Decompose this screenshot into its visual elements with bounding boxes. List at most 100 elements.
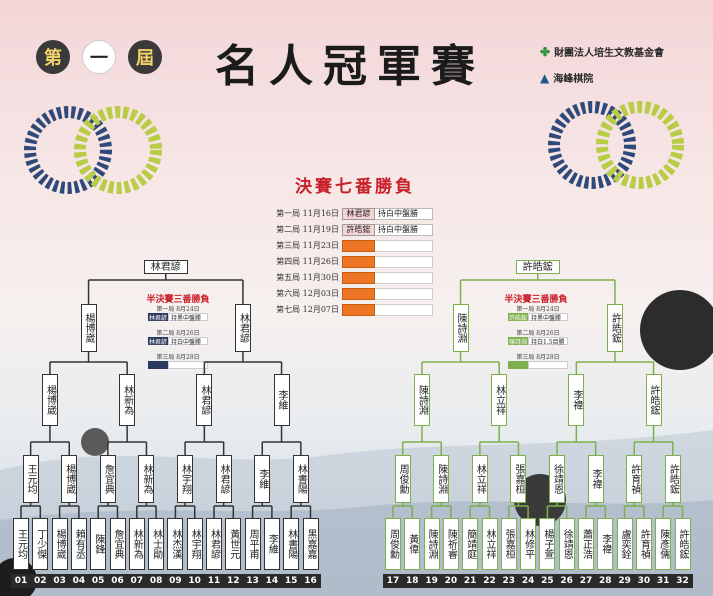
finalist-right: 許皓鋐 [515, 260, 560, 274]
sponsor-name: 財團法人培生文教基金會 [554, 48, 665, 59]
player-r16: 許育禎 [626, 455, 643, 503]
player-seed-number: 10 [184, 574, 205, 588]
edition-char-1: 第 [36, 40, 70, 74]
semi-game-winner: 陳詩淵 [508, 337, 528, 346]
semi-game-result: 持黑中盤勝 [168, 313, 208, 322]
player-r16: 李禕 [587, 455, 604, 503]
player-r16: 陳詩淵 [433, 455, 450, 503]
player-r32: 楊博崴 [51, 518, 68, 570]
wave-rings-right [548, 101, 684, 189]
player-seed-number: 31 [653, 574, 674, 588]
player-seed-number: 01 [11, 574, 31, 588]
finals-game-row: 第四局 11月26日 [272, 255, 433, 268]
player-r32: 陳祈睿 [442, 518, 459, 570]
player-r32: 林修平 [520, 518, 537, 570]
semi-game-row [148, 361, 208, 369]
player-seed-number: 12 [223, 574, 244, 588]
player-r16: 林新為 [138, 455, 155, 503]
game-result [375, 239, 433, 252]
finals-game-row: 第五局 11月30日 [272, 271, 433, 284]
game-result [375, 287, 433, 300]
player-r16: 林宇翔 [177, 455, 194, 503]
wave-rings-left [24, 106, 162, 194]
game-result: 持白中盤勝 [375, 207, 433, 220]
player-r16: 李維 [254, 455, 271, 503]
player-seed-number: 16 [300, 574, 321, 588]
game-date: 第六局 12月03日 [276, 289, 339, 298]
player-seed-number: 17 [383, 574, 403, 588]
player-seed-number: 04 [68, 574, 89, 588]
player-seed-number: 26 [556, 574, 577, 588]
player-seed-number: 27 [576, 574, 596, 588]
player-r32: 黃偉 [404, 518, 421, 570]
player-r16: 王元均 [22, 455, 39, 503]
player-seed-number: 06 [107, 574, 128, 588]
finals-game-row: 第三局 11月23日 [272, 239, 433, 252]
player-seed-number: 08 [146, 574, 167, 588]
player-r32: 楊子萱 [539, 518, 556, 570]
semi-game-date: 第三局 8月28日 [156, 354, 200, 361]
game-pending-bar [342, 255, 375, 268]
game-date: 第七局 12月07日 [276, 305, 339, 314]
player-seed-number: 21 [460, 574, 481, 588]
player-r16: 林書陽 [292, 455, 309, 503]
player-seed-number: 30 [633, 574, 654, 588]
player-r32: 丁少傑 [32, 518, 49, 570]
player-r32: 林士勛 [148, 518, 165, 570]
player-qf: 陳詩淵 [413, 374, 430, 426]
semi-game-date: 第一局 8月24日 [516, 306, 560, 313]
player-seed-number: 24 [518, 574, 539, 588]
game-result: 持白中盤勝 [375, 223, 433, 236]
player-r32: 陳詩淵 [423, 518, 440, 570]
player-r32: 徐靖恩 [558, 518, 575, 570]
player-semi: 許皓鋐 [606, 304, 623, 352]
semi-game-date: 第二局 8月26日 [156, 330, 200, 337]
player-r32: 李維 [263, 518, 280, 570]
semi-game-row: 林君諺持白中盤勝 [148, 337, 208, 346]
player-r32: 許皓鋐 [674, 518, 691, 570]
player-qf: 林立祥 [491, 374, 508, 426]
semi-game-row [508, 361, 568, 369]
player-seed-number: 15 [281, 574, 302, 588]
player-r16: 張嘉桓 [510, 455, 527, 503]
player-seed-number: 11 [204, 574, 224, 588]
game-date: 第一局 11月16日 [276, 209, 339, 218]
player-qf: 李禕 [568, 374, 585, 426]
semi-game-winner [148, 361, 168, 369]
left-semi-title: 半決賽三番勝負 [146, 295, 210, 305]
game-result [375, 255, 433, 268]
finalist-left: 林君諺 [143, 260, 188, 274]
player-r16: 林君諺 [215, 455, 232, 503]
semi-game-winner [508, 361, 528, 369]
player-r32: 黑嘉嘉 [302, 518, 319, 570]
semi-game-date: 第二局 8月26日 [516, 330, 560, 337]
player-r32: 詹宜典 [109, 518, 126, 570]
sponsor-academy: ▲ 海峰棋院 [540, 70, 593, 86]
player-r32: 林杰漢 [167, 518, 184, 570]
edition-char-3: 屆 [128, 40, 162, 74]
player-seed-number: 23 [498, 574, 519, 588]
player-r32: 許育禎 [635, 518, 652, 570]
game-result [375, 303, 433, 316]
finals-game-row: 第一局 11月16日林君諺持白中盤勝 [272, 207, 433, 220]
player-r32: 周俊勳 [385, 518, 401, 570]
player-r32: 黃世元 [225, 518, 242, 570]
player-seed-number: 14 [261, 574, 282, 588]
game-date: 第五局 11月30日 [276, 273, 339, 282]
player-r32: 李禕 [597, 518, 614, 570]
player-r16: 楊博崴 [61, 455, 78, 503]
player-qf: 林新為 [119, 374, 136, 426]
finals-game-row: 第六局 12月03日 [272, 287, 433, 300]
semi-game-row: 陳詩淵持白1.5目勝 [508, 337, 568, 346]
player-r16: 許皓鋐 [664, 455, 681, 503]
player-r32: 林新為 [128, 518, 145, 570]
player-semi: 林君諺 [234, 304, 251, 352]
player-qf: 林君諺 [196, 374, 213, 426]
game-pending-bar [342, 271, 375, 284]
semi-game-winner: 林君諺 [148, 313, 168, 322]
player-r32: 蕭正浩 [578, 518, 594, 570]
semi-game-winner: 許皓鋐 [508, 313, 528, 322]
semi-game-result: 持白1.5目勝 [528, 337, 568, 346]
player-semi: 楊博崴 [80, 304, 97, 352]
